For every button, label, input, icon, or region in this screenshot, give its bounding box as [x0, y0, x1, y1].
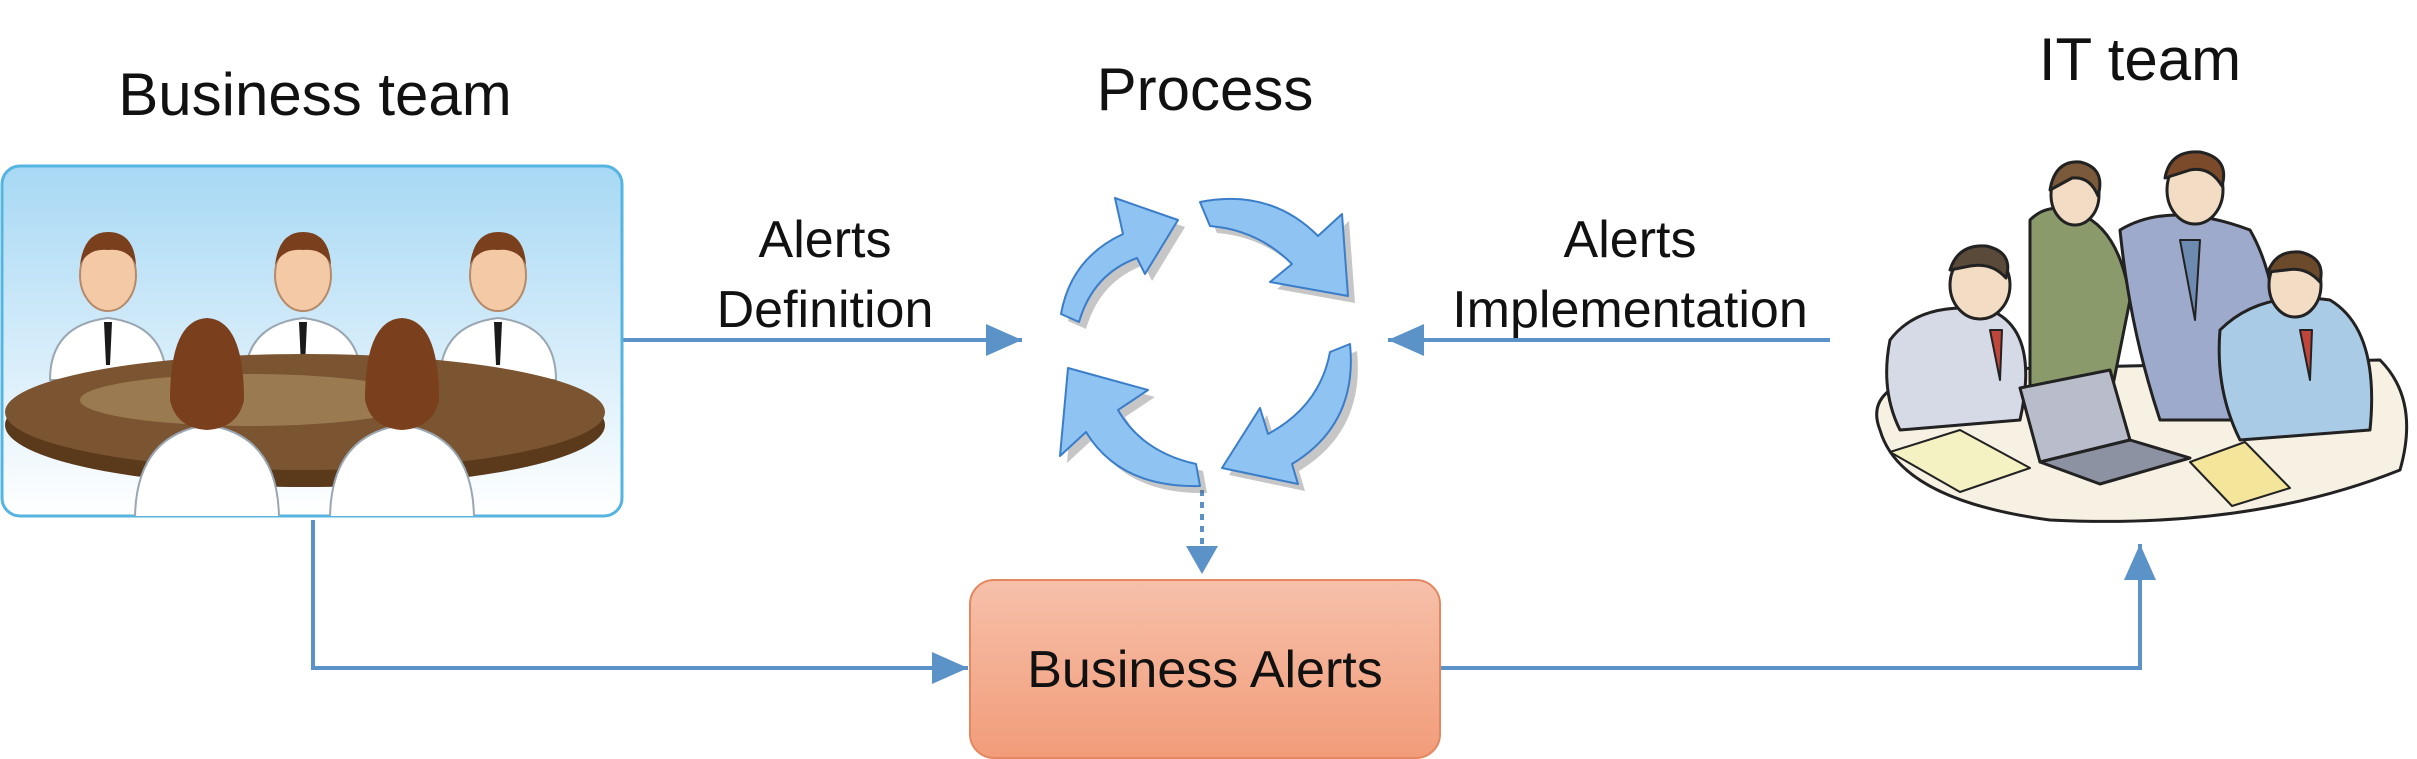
alerts-implementation-line1: Alerts [1563, 211, 1697, 269]
process-cycle-icon [1059, 197, 1358, 494]
it-team-illustration [1875, 150, 2409, 523]
connector-alerts-to-it [1440, 544, 2156, 670]
connector-team-to-alerts [311, 520, 968, 684]
person-front-left [133, 318, 281, 516]
cycle-arrow-bottom-left [1059, 367, 1207, 494]
business-alerts-label: Business Alerts [1027, 641, 1383, 699]
cycle-arrow-top-left [1060, 197, 1185, 329]
cycle-arrow-top-right [1199, 197, 1355, 303]
connectors [311, 324, 2156, 684]
alerts-implementation-line2: Implementation [1452, 281, 1808, 339]
alerts-implementation-label: Alerts Implementation [1420, 205, 1840, 345]
business-alerts-box [969, 579, 1441, 759]
business-team-title: Business team [118, 61, 512, 128]
alerts-definition-line1: Alerts [758, 211, 892, 269]
alerts-definition-line2: Definition [716, 281, 934, 339]
business-meeting-illustration [0, 164, 624, 518]
process-title: Process [1096, 56, 1314, 123]
cycle-arrow-bottom-right [1221, 343, 1358, 491]
alerts-definition-label: Alerts Definition [680, 205, 970, 345]
it-team-title: IT team [2038, 26, 2242, 93]
person-front-right [328, 318, 476, 516]
